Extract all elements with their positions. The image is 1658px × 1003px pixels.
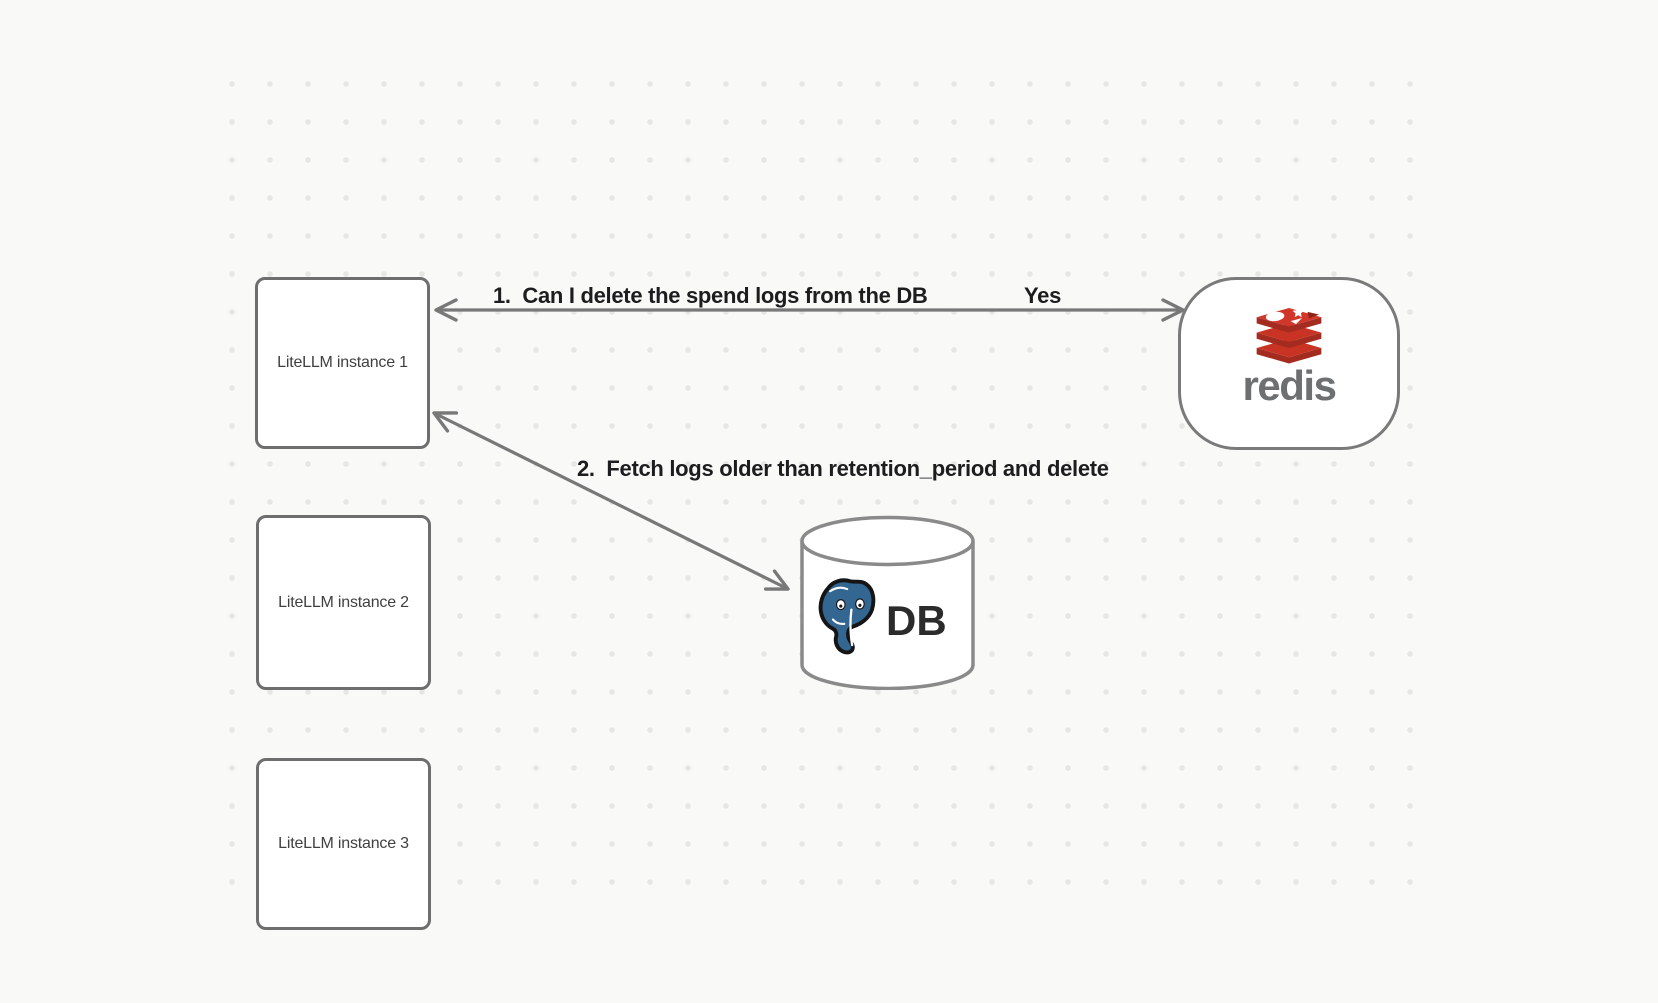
node-litellm-instance-1[interactable]: LiteLLM instance 1 [255, 277, 430, 449]
node-label: LiteLLM instance 2 [278, 593, 409, 611]
edge1-question-label: 1. Can I delete the spend logs from the … [493, 283, 928, 308]
edge2-action-label: 2. Fetch logs older than retention_perio… [577, 456, 1109, 481]
redis-wordmark: redis [1242, 362, 1337, 409]
edge1-response-label: Yes [1024, 283, 1062, 308]
node-label: LiteLLM instance 1 [277, 354, 408, 371]
node-litellm-instance-3[interactable]: LiteLLM instance 3 [256, 758, 431, 930]
node-litellm-instance-2[interactable]: LiteLLM instance 2 [256, 515, 431, 690]
node-redis[interactable]: redis [1178, 277, 1400, 450]
node-label: LiteLLM instance 3 [278, 835, 409, 852]
database-label: DB [886, 597, 947, 644]
postgresql-elephant-icon [818, 578, 876, 655]
node-database[interactable]: DB [800, 515, 975, 690]
redis-logo-icon [1256, 308, 1322, 364]
